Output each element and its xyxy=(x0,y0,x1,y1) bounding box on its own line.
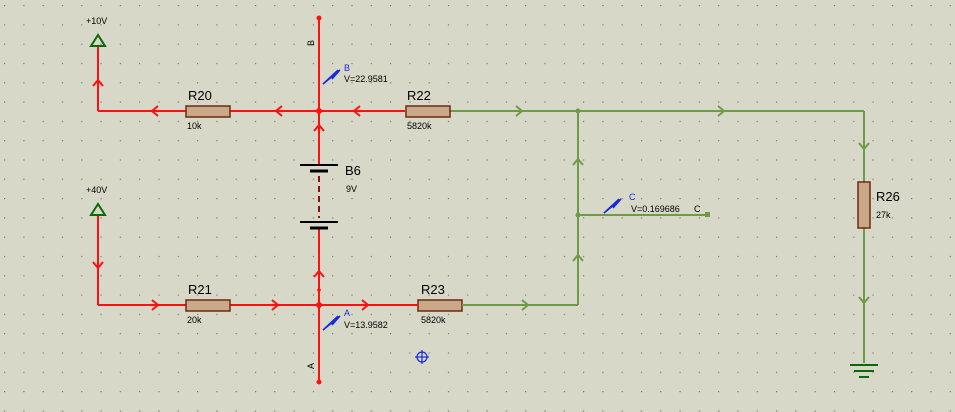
resistor-body xyxy=(185,299,231,312)
resistor-value: 10k xyxy=(187,121,202,131)
voltage-probe-a[interactable]: A V=13.9582 xyxy=(322,308,388,331)
resistor-name: R23 xyxy=(421,282,445,297)
power-label: +40V xyxy=(86,185,107,195)
resistor-name: R26 xyxy=(876,189,900,204)
resistor-body xyxy=(417,299,463,312)
arrow-right xyxy=(151,299,160,311)
probe-name: B xyxy=(344,63,350,73)
ground-symbol[interactable] xyxy=(850,364,878,378)
power-arrow-icon xyxy=(89,33,107,47)
arrow-up xyxy=(572,157,584,166)
probe-reading: V=22.9581 xyxy=(344,74,388,84)
resistor-r22[interactable]: R22 5820k xyxy=(405,88,451,131)
resistor-value: 20k xyxy=(187,315,202,325)
battery-value: 9V xyxy=(346,184,357,194)
node-label-output: C xyxy=(694,204,701,214)
resistor-name: R20 xyxy=(188,88,212,103)
probe-reading: V=0.169686 xyxy=(631,204,680,214)
crosshair-cursor-icon[interactable] xyxy=(415,350,429,364)
arrow-down xyxy=(92,261,104,270)
power-terminal-10v[interactable]: +10V xyxy=(86,16,107,47)
voltage-probe-c[interactable]: C V=0.169686 C xyxy=(603,192,701,214)
arrow-up xyxy=(313,269,325,278)
probe-reading: V=13.9582 xyxy=(344,320,388,330)
arrow-left xyxy=(352,105,361,117)
voltage-probe-b[interactable]: B V=22.9581 xyxy=(322,63,388,85)
red-junctions xyxy=(316,15,322,385)
arrow-left xyxy=(274,105,283,117)
resistor-r26[interactable]: R26 27k xyxy=(857,181,900,229)
battery-name: B6 xyxy=(345,163,361,178)
red-current-arrows xyxy=(92,78,370,311)
arrow-right xyxy=(271,299,280,311)
battery-b6[interactable]: B6 9V xyxy=(300,163,361,230)
resistor-name: R21 xyxy=(188,282,212,297)
power-label: +10V xyxy=(86,16,107,26)
junction-dot xyxy=(316,15,322,21)
probe-terminal[interactable] xyxy=(705,212,710,217)
junction-dot xyxy=(316,302,322,308)
resistor-r23[interactable]: R23 5820k xyxy=(405,282,475,325)
arrow-right xyxy=(521,299,530,311)
arrow-up xyxy=(572,253,584,262)
junction-dot xyxy=(317,288,321,292)
green-wires xyxy=(450,110,865,363)
resistor-name: R22 xyxy=(407,88,431,103)
junction-dot xyxy=(316,379,322,385)
resistor-value: 5820k xyxy=(407,121,432,131)
arrow-up xyxy=(92,78,104,87)
resistor-body xyxy=(185,105,231,118)
node-label-top: B xyxy=(306,40,316,46)
arrow-right xyxy=(717,105,726,117)
resistor-r20[interactable]: R20 10k xyxy=(185,88,231,131)
resistor-r21[interactable]: R21 20k xyxy=(185,282,231,325)
junction-dot xyxy=(317,125,321,129)
resistor-body xyxy=(405,105,451,118)
probe-name: C xyxy=(629,192,636,202)
arrow-up xyxy=(313,123,325,132)
resistor-value: 27k xyxy=(876,210,891,220)
power-terminal-40v[interactable]: +40V xyxy=(86,185,107,216)
green-current-arrows xyxy=(515,105,870,311)
arrow-left xyxy=(150,105,159,117)
node-label-bottom: A xyxy=(306,363,316,369)
power-arrow-icon xyxy=(89,202,107,216)
junction-dot xyxy=(575,108,581,114)
arrow-down xyxy=(858,142,870,151)
resistor-value: 5820k xyxy=(421,315,446,325)
junction-dot xyxy=(575,212,581,218)
arrow-right xyxy=(361,299,370,311)
probe-name: A xyxy=(344,308,350,318)
green-junctions xyxy=(575,108,710,218)
arrow-right xyxy=(515,105,524,117)
junction-dot xyxy=(316,108,322,114)
resistor-body xyxy=(857,181,871,229)
arrow-down xyxy=(858,296,870,305)
